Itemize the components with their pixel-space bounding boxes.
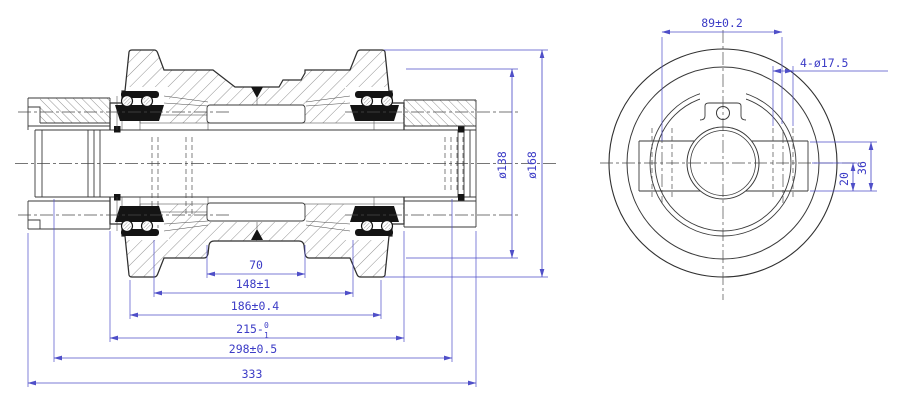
right-bracket-bottom-outline — [403, 197, 477, 228]
floating-seal-assembly — [115, 91, 209, 130]
sectional-view: 70 148±1 186±0.4 215- 0 1 298±0.5 333 ø1… — [15, 49, 558, 387]
weld-mark-icon — [251, 87, 263, 105]
oil-passage-hidden-lines — [151, 137, 464, 228]
right-bracket-outline — [403, 99, 477, 130]
mounting-band — [638, 140, 809, 192]
dim-70-label: 70 — [249, 258, 263, 272]
floating-seal-assembly — [115, 197, 209, 236]
center-lines — [15, 111, 558, 216]
svg-text:1: 1 — [264, 331, 269, 340]
dimension-extension-lines — [27, 49, 548, 387]
axle-shaft — [34, 129, 477, 198]
dim-89-label: 89±0.2 — [701, 16, 743, 30]
dimension-lines — [27, 49, 545, 386]
dim-186-label: 186±0.4 — [231, 299, 280, 313]
dimension-lines — [661, 29, 874, 192]
svg-text:215-: 215- — [236, 322, 264, 336]
inner-bushing-top — [206, 104, 306, 124]
dim-dia168-label: ø168 — [525, 151, 539, 179]
floating-seal-assembly — [305, 91, 399, 130]
svg-text:0: 0 — [264, 321, 269, 330]
end-view: 89±0.2 4-ø17.5 36 20 — [600, 16, 888, 300]
dim-20-label: 20 — [837, 172, 851, 186]
bolt-hole-lines — [651, 128, 794, 203]
dim-dia138-label: ø138 — [495, 151, 509, 179]
weld-mark-icon — [251, 222, 263, 240]
dim-333-label: 333 — [242, 367, 263, 381]
dim-holes-label: 4-ø17.5 — [800, 56, 848, 70]
left-bracket-outline — [27, 97, 111, 130]
right-bracket-hatch — [404, 100, 476, 126]
left-bracket-hatch — [40, 98, 110, 123]
roller-profile-top — [109, 49, 405, 130]
dim-36-label: 36 — [855, 161, 869, 175]
dim-215-label: 215- 0 1 — [236, 321, 269, 340]
floating-seal-assembly — [305, 197, 399, 236]
dimension-extension-lines — [661, 37, 888, 192]
dim-298-label: 298±0.5 — [229, 342, 277, 356]
inner-bushing-bottom — [206, 202, 306, 222]
center-lines — [600, 30, 862, 300]
dim-148-label: 148±1 — [236, 277, 271, 291]
